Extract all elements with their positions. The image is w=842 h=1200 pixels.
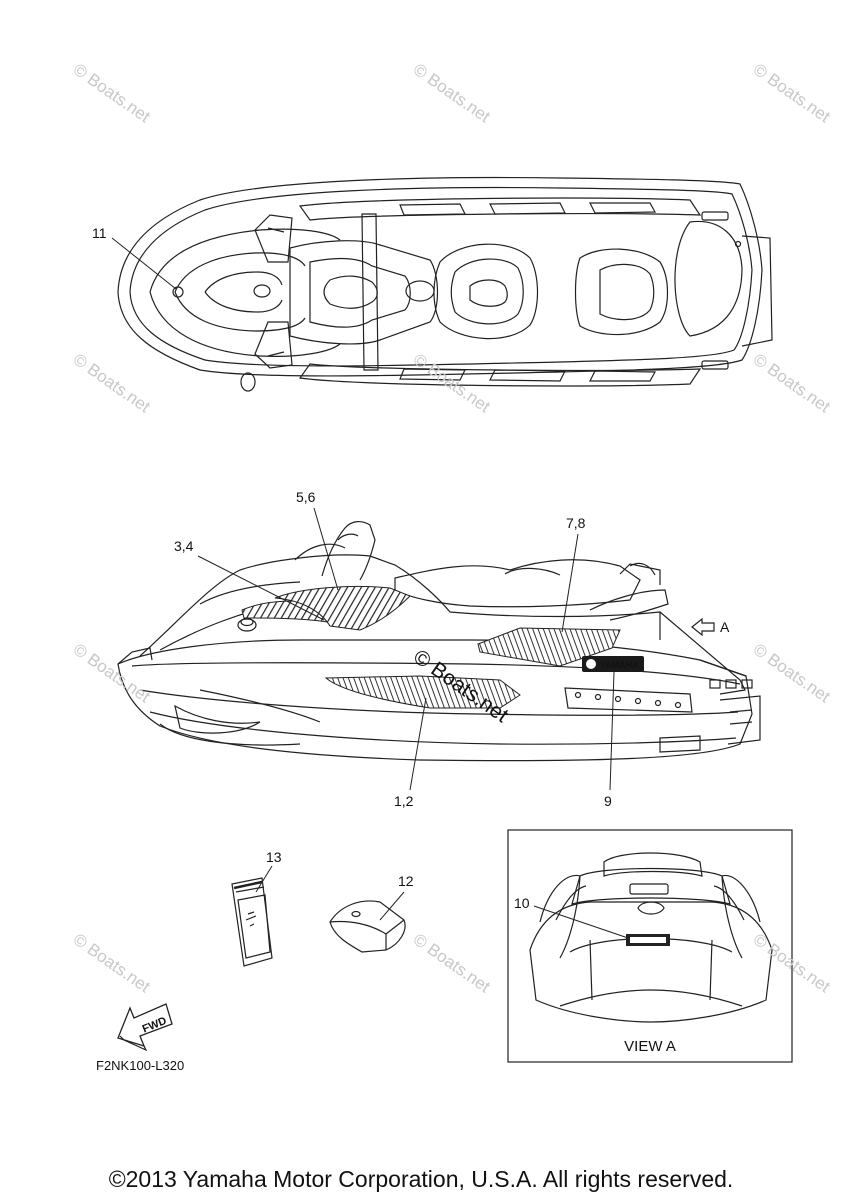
watermark: © Boats.net bbox=[750, 60, 834, 127]
part-12-pouch bbox=[329, 900, 406, 953]
view-a-panel: 10 VIEW A bbox=[507, 829, 793, 1063]
callout-3-4: 3,4 bbox=[174, 538, 325, 621]
callout-10-label: 10 bbox=[514, 895, 530, 911]
view-a-arrow-label: A bbox=[720, 619, 730, 635]
callout-9-label: 9 bbox=[604, 793, 612, 809]
top-view-craft bbox=[117, 176, 773, 392]
decal-1-2 bbox=[324, 675, 521, 709]
fwd-arrow-icon: FWD bbox=[117, 1003, 173, 1052]
diagram-code: F2NK100-L320 bbox=[96, 1058, 184, 1073]
yamaha-decal-text: YAMAHA bbox=[600, 660, 639, 670]
side-view-craft bbox=[117, 521, 761, 762]
watermark: © Boats.net bbox=[410, 60, 494, 127]
callout-13-label: 13 bbox=[266, 849, 282, 865]
callout-7-8-label: 7,8 bbox=[566, 515, 586, 531]
callout-9: 9 bbox=[604, 671, 615, 809]
callout-1-2: 1,2 bbox=[394, 697, 427, 809]
callout-3-4-label: 3,4 bbox=[174, 538, 194, 554]
callout-7-8: 7,8 bbox=[561, 515, 586, 633]
copyright-notice: ©2013 Yamaha Motor Corporation, U.S.A. A… bbox=[108, 1166, 734, 1192]
decal-9-yamaha: YAMAHA bbox=[582, 656, 644, 672]
view-a-arrow: A bbox=[691, 617, 730, 637]
watermark: © Boats.net bbox=[70, 350, 154, 417]
callout-5-6-label: 5,6 bbox=[296, 489, 316, 505]
callout-5-6: 5,6 bbox=[296, 489, 339, 591]
callout-1-2-label: 1,2 bbox=[394, 793, 414, 809]
watermark: © Boats.net bbox=[410, 350, 494, 417]
view-a-label: VIEW A bbox=[624, 1038, 676, 1055]
watermark: © Boats.net bbox=[70, 930, 154, 997]
watermark: © Boats.net bbox=[750, 640, 834, 707]
callout-12: 12 bbox=[379, 873, 414, 921]
decal-5-6 bbox=[274, 585, 411, 631]
callout-12-label: 12 bbox=[398, 873, 414, 889]
callout-13: 13 bbox=[255, 849, 282, 893]
callout-11-label: 11 bbox=[92, 225, 107, 241]
part-13-manual bbox=[231, 877, 273, 967]
watermark: © Boats.net bbox=[410, 930, 494, 997]
watermark: © Boats.net bbox=[750, 350, 834, 417]
watermark: © Boats.net bbox=[70, 60, 154, 127]
callout-11: 11 bbox=[92, 225, 177, 290]
